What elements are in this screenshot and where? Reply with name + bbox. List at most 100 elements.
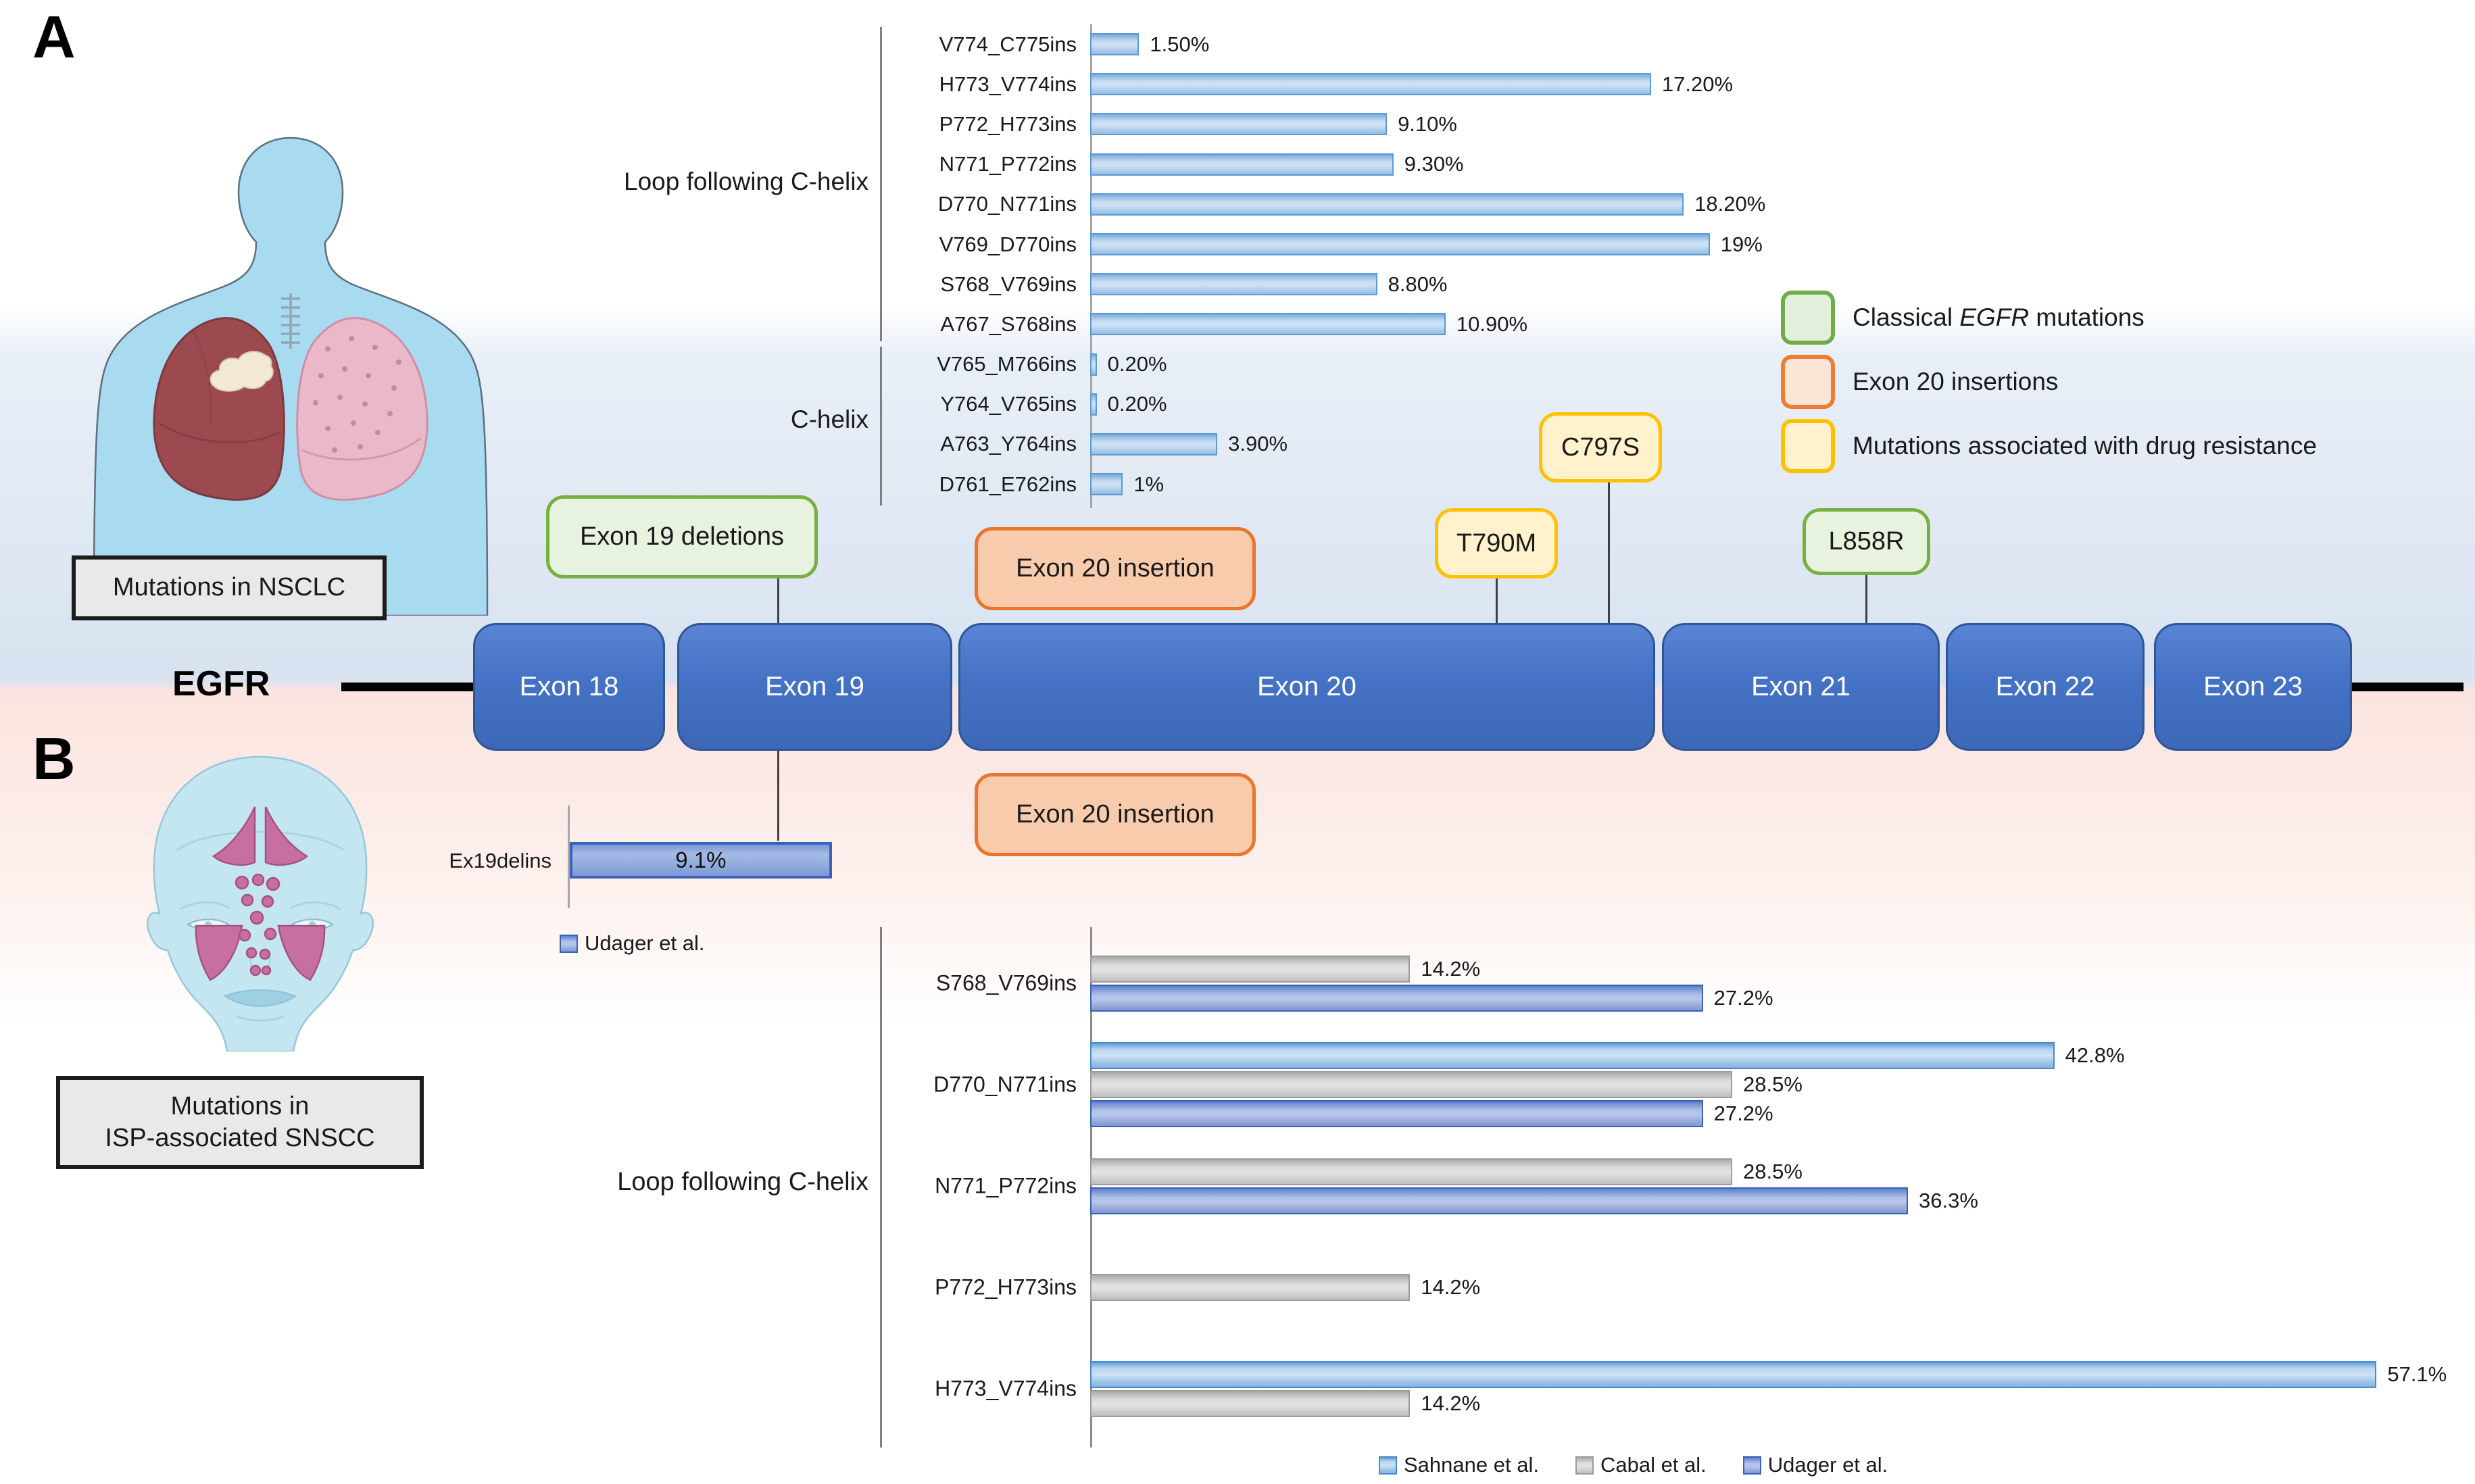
- chart-a-row-label: A767_S768ins: [940, 312, 1077, 336]
- ex19-legend-label: Udager et al.: [585, 931, 705, 955]
- chart-b-group-divider: [880, 927, 882, 1448]
- chart-a-bar: [1090, 273, 1377, 296]
- chart-a-value: 9.10%: [1398, 112, 1457, 136]
- chart-b-bar-row: 27.2%: [1090, 984, 2450, 1012]
- orange-swatch-icon: [1781, 355, 1835, 409]
- chart-b-value: 27.2%: [1713, 985, 1773, 1010]
- chart-b-category-label: D770_N771ins: [933, 1072, 1077, 1097]
- periwinkle-swatch-icon: [560, 934, 578, 953]
- chart-b-legend: Sahnane et al. Cabal et al. Udager et al…: [1379, 1453, 1888, 1477]
- chart-a-row: D761_E762ins 1%: [896, 464, 2450, 504]
- callout-text: C797S: [1561, 432, 1640, 462]
- chart-b-category-label: S768_V769ins: [935, 970, 1077, 995]
- panel-a-label: A: [32, 3, 76, 70]
- chart-a-value: 10.90%: [1456, 312, 1528, 336]
- exon20-insertion-callout-top: Exon 20 insertion: [975, 527, 1256, 610]
- chart-a-group-divider-2: [880, 347, 882, 505]
- chart-b-bar-lightblue: [1090, 1042, 2055, 1069]
- snscc-caption-line2: ISP-associated SNSCC: [105, 1124, 375, 1152]
- l858r-callout: L858R: [1803, 508, 1930, 575]
- chart-a-value: 9.30%: [1404, 152, 1464, 176]
- chart-a-axis: [1090, 24, 1092, 508]
- exon-18-box: Exon 18: [473, 623, 665, 751]
- exon-22-box: Exon 22: [1946, 623, 2145, 751]
- chart-b-bar-row: 36.3%: [1090, 1187, 2450, 1214]
- legend-item-udager: Udager et al.: [1742, 1453, 1888, 1477]
- chart-a-row-label: V765_M766ins: [937, 352, 1077, 376]
- exon-19-box: Exon 19: [677, 623, 952, 751]
- chart-b-value: 14.2%: [1421, 1391, 1481, 1415]
- torso-lungs-illustration: [93, 137, 489, 616]
- nsclc-caption-box: Mutations in NSCLC: [72, 555, 387, 620]
- chart-b-bar-gray: [1090, 1158, 1732, 1185]
- chart-a-bar: [1090, 473, 1123, 496]
- lightblue-swatch-icon: [1379, 1456, 1397, 1475]
- chart-a-group-label-loop: Loop following C-helix: [624, 168, 868, 195]
- chart-a-row-label: S768_V769ins: [940, 272, 1077, 296]
- chart-b-value: 14.2%: [1421, 956, 1481, 981]
- legend-item-classical: Classical EGFR mutations: [1781, 291, 2317, 345]
- legend-label: Cabal et al.: [1600, 1453, 1707, 1477]
- chart-a-group-divider-1: [880, 27, 882, 341]
- ex19-chart-axis: [568, 806, 570, 908]
- chart-a-row-label: V769_D770ins: [939, 232, 1077, 256]
- chart-b-category-group: D770_N771ins 42.8%28.5%27.2%: [896, 1034, 2450, 1135]
- legend-label: Udager et al.: [1767, 1453, 1888, 1477]
- chart-a-row: V765_M766ins 0.20%: [896, 345, 2450, 385]
- chart-b-category-group: H773_V774ins 57.1%14.2%: [896, 1338, 2450, 1439]
- chart-b-bar-periwinkle: [1090, 984, 1703, 1012]
- yellow-swatch-icon: [1781, 419, 1835, 473]
- snscc-caption-box: Mutations in ISP-associated SNSCC: [56, 1076, 424, 1169]
- t790m-connector: [1496, 576, 1498, 625]
- panel-b-label: B: [32, 725, 76, 792]
- chart-b-bars: 42.8%28.5%27.2%: [1090, 1042, 2450, 1129]
- chart-b-value: 28.5%: [1743, 1072, 1803, 1096]
- chart-b-category-label: H773_V774ins: [935, 1376, 1077, 1401]
- chart-a-bar: [1090, 153, 1394, 176]
- ex19-legend: Udager et al.: [560, 931, 705, 956]
- chart-b-plot-area: S768_V769ins 14.2% 27.2% D770_N771ins 42.8%2…: [896, 933, 2450, 1446]
- periwinkle-swatch-icon: [1742, 1456, 1761, 1475]
- t790m-callout: T790M: [1435, 508, 1558, 578]
- gene-line-left: [341, 683, 475, 691]
- chart-b-bar-row: 14.2%: [1090, 955, 2450, 983]
- chart-a-value: 3.90%: [1228, 432, 1288, 456]
- chart-b-bars: 57.1%14.2%: [1090, 1360, 2450, 1419]
- chart-b-bar-gray: [1090, 1274, 1411, 1301]
- exon19-deletions-callout: Exon 19 deletions: [546, 495, 818, 578]
- diseased-lung-icon: [153, 317, 285, 501]
- gene-line-right: [2351, 683, 2464, 691]
- nsclc-caption: Mutations in NSCLC: [112, 573, 346, 602]
- exon-20-box: Exon 20: [958, 623, 1655, 751]
- head-silhouette: [147, 756, 374, 1052]
- legend-item-cabal: Cabal et al.: [1575, 1453, 1707, 1477]
- legend-item-sahnane: Sahnane et al.: [1379, 1453, 1539, 1477]
- gray-swatch-icon: [1575, 1456, 1594, 1475]
- ex19delins-value: 9.1%: [675, 847, 727, 872]
- chart-b-value: 14.2%: [1421, 1275, 1481, 1299]
- gene-symbol: EGFR: [172, 664, 270, 703]
- chart-b-value: 36.3%: [1919, 1188, 1978, 1212]
- chart-a-value: 1%: [1133, 472, 1165, 496]
- chart-a-value: 0.20%: [1107, 392, 1167, 416]
- chart-a-value: 0.20%: [1107, 352, 1167, 376]
- callout-text: T790M: [1456, 528, 1537, 558]
- callout-text: Exon 19 deletions: [579, 522, 785, 551]
- chart-a-row: A767_S768ins 10.90%: [896, 304, 2450, 344]
- chart-a-row-label: D761_E762ins: [939, 472, 1077, 496]
- legend-label: Exon 20 insertions: [1853, 368, 2059, 395]
- l858r-connector: [1865, 573, 1867, 625]
- chart-b-bars: 28.5%36.3%: [1090, 1158, 2450, 1216]
- chart-a-value: 18.20%: [1694, 192, 1766, 216]
- exon-23-box: Exon 23: [2154, 623, 2352, 751]
- lips-icon: [223, 989, 297, 1007]
- chart-a-row-label: D770_N771ins: [937, 192, 1077, 216]
